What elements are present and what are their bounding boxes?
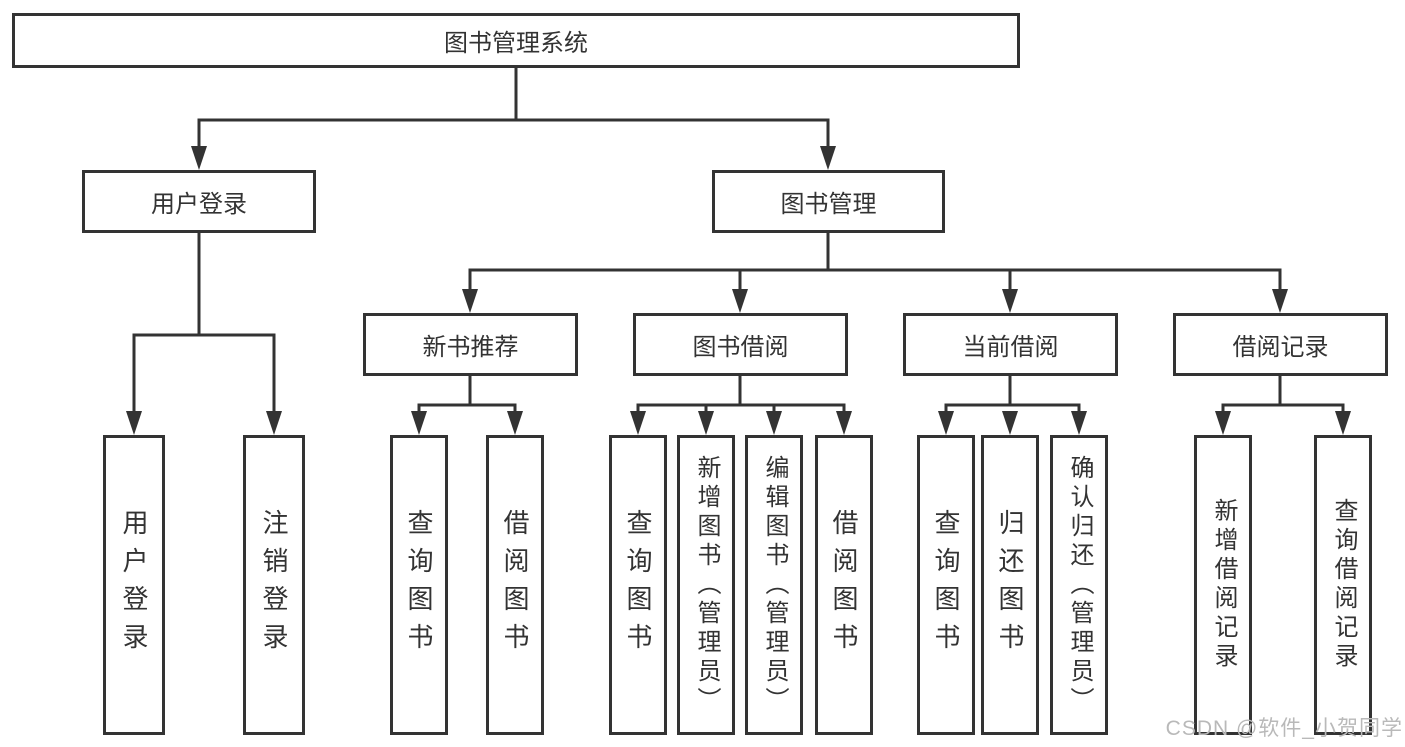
node-label: 用户登录 (151, 191, 247, 218)
node-label: 新增借阅记录 (1210, 498, 1237, 672)
node-leaf-logout: 注销登录 (243, 435, 305, 735)
node-label: 注销登录 (259, 509, 289, 661)
node-label: 借阅记录 (1232, 334, 1329, 361)
node-label: 借阅图书 (829, 509, 859, 661)
node-leaf-borrow-books-borrowing: 借阅图书 (815, 435, 873, 735)
node-leaf-query-books-current: 查询图书 (917, 435, 975, 735)
node-leaf-query-books-borrowing: 查询图书 (609, 435, 667, 735)
node-label: 借阅图书 (500, 509, 530, 661)
watermark: CSDN @软件_小贺同学 (1165, 717, 1403, 740)
node-book-management: 图书管理 (712, 170, 945, 233)
node-leaf-add-borrow-record: 新增借阅记录 (1194, 435, 1252, 735)
node-leaf-query-books-recommend: 查询图书 (390, 435, 448, 735)
node-new-book-recommendation: 新书推荐 (363, 313, 578, 376)
node-label: 新书推荐 (422, 334, 519, 361)
node-label: 图书管理 (780, 191, 877, 218)
node-leaf-borrow-books-recommend: 借阅图书 (486, 435, 544, 735)
node-leaf-return-books: 归还图书 (981, 435, 1039, 735)
node-leaf-edit-books-admin: 编辑图书（管理员） (745, 435, 803, 735)
node-leaf-confirm-return-admin: 确认归还（管理员） (1050, 435, 1108, 735)
node-label: 新增图书（管理员） (693, 454, 720, 716)
node-label: 查询图书 (931, 509, 961, 661)
node-label: 图书借阅 (692, 334, 789, 361)
node-label: 查询图书 (404, 509, 434, 661)
node-library-system: 图书管理系统 (12, 13, 1020, 68)
node-label: 用户登录 (119, 509, 149, 661)
node-borrowing-records: 借阅记录 (1173, 313, 1388, 376)
node-label: 归还图书 (995, 509, 1025, 661)
node-label: 当前借阅 (962, 334, 1059, 361)
node-leaf-add-books-admin: 新增图书（管理员） (677, 435, 735, 735)
node-label: 编辑图书（管理员） (761, 454, 788, 716)
node-leaf-query-borrow-record: 查询借阅记录 (1314, 435, 1372, 735)
node-label: 查询图书 (623, 509, 653, 661)
node-label: 查询借阅记录 (1330, 498, 1357, 672)
node-leaf-user-login: 用户登录 (103, 435, 165, 735)
node-user-login-branch: 用户登录 (82, 170, 316, 233)
node-label: 确认归还（管理员） (1066, 454, 1093, 716)
node-label: 图书管理系统 (444, 30, 588, 57)
node-book-borrowing: 图书借阅 (633, 313, 848, 376)
node-current-borrowing: 当前借阅 (903, 313, 1118, 376)
